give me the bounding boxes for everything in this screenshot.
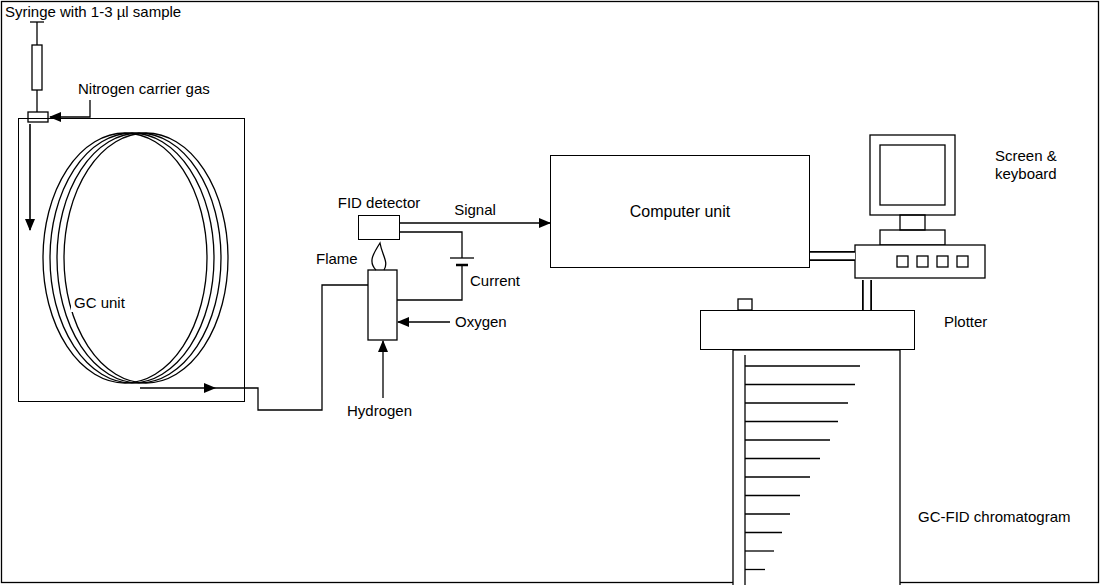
screen-keyboard-symbol: [855, 135, 985, 278]
column-coils: [43, 133, 228, 383]
hydrogen-arrow: [382, 341, 383, 398]
gc-unit-box: GC unit: [18, 118, 245, 402]
computer-unit-box: Computer unit: [550, 155, 810, 268]
chart-paper: [733, 350, 900, 585]
gas-label: Nitrogen carrier gas: [78, 80, 210, 98]
connector: [867, 280, 868, 310]
chromatogram-peaks: [745, 366, 860, 570]
current-wire: [397, 232, 474, 300]
column-inlet-arrow: [29, 124, 31, 230]
flame-symbol: [372, 243, 386, 270]
oxygen-arrow: [398, 321, 450, 322]
node-label: Computer unit: [630, 202, 731, 221]
sample-label: Syringe with 1-3 µl sample: [5, 3, 181, 21]
chromatogram-label: GC-FID chromatogram: [918, 508, 1071, 526]
screen-keyboard: Screen & keyboard: [855, 133, 987, 280]
node-label: FID detector: [338, 194, 421, 212]
node-label: GC unit: [71, 294, 128, 312]
fid-detector-box: FID detector: [358, 215, 400, 240]
column-outlet-arrow: [140, 387, 215, 389]
plotter-box: Plotter: [700, 310, 915, 350]
connector: [810, 256, 855, 257]
signal-label: Signal: [452, 201, 498, 219]
node-label: Plotter: [944, 313, 987, 331]
flame-label: Flame: [316, 250, 358, 268]
burner: [368, 270, 397, 340]
plotter-knob: [738, 299, 752, 310]
gas-label: Oxygen: [455, 313, 507, 331]
syringe: [28, 22, 48, 122]
gas-label: Hydrogen: [347, 402, 412, 420]
current-label: Current: [470, 272, 520, 290]
connector: [400, 223, 550, 224]
carrier-gas-arrow: [50, 100, 90, 117]
node-label: Screen & keyboard: [995, 147, 1085, 183]
column-tube: [215, 285, 368, 410]
